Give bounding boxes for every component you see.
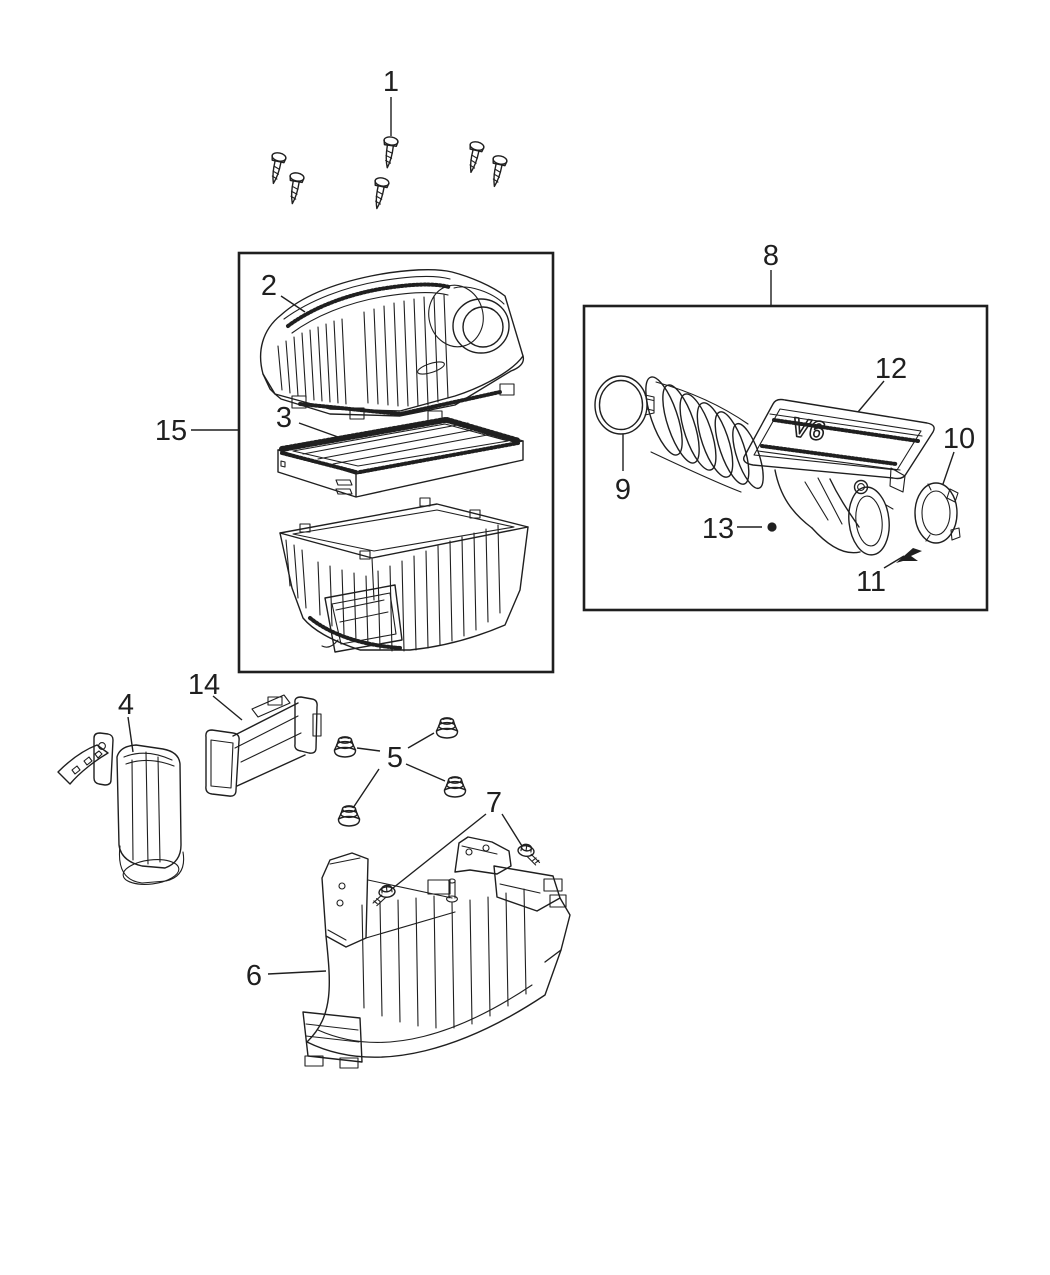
callout-8: 8	[763, 240, 779, 272]
rubber-grommet-icon	[443, 776, 467, 798]
engine-logo-text: V6	[788, 411, 829, 446]
leader-line-14	[212, 695, 243, 721]
callout-3: 3	[276, 402, 292, 434]
mounting-screws-group	[265, 135, 509, 211]
air-cleaner-assembly-box	[237, 251, 555, 674]
callout-13: 13	[702, 513, 734, 545]
air-cleaner-lower-housing-drawing	[279, 497, 529, 653]
leader-line-5b	[407, 732, 435, 749]
callout-6: 6	[246, 960, 262, 992]
outlet-clamp-icon	[914, 482, 961, 544]
air-intake-duct-assembly-drawing: V6	[594, 375, 961, 563]
screw-icon	[379, 135, 400, 170]
rubber-grommet-icon	[337, 805, 361, 827]
leader-line-11	[883, 555, 905, 569]
leader-line-7b	[501, 813, 523, 847]
callout-1: 1	[383, 66, 399, 98]
resonator-top-plate-drawing: V6	[743, 398, 935, 480]
leader-line-6	[267, 970, 327, 975]
middle-air-duct-drawing	[205, 694, 322, 797]
screw-icon	[463, 139, 486, 175]
leader-line-3	[298, 422, 339, 438]
screw-icon	[369, 176, 391, 211]
leader-line-4	[127, 716, 134, 753]
bolt-icon	[515, 842, 543, 867]
callout-15: 15	[155, 415, 187, 447]
air-cleaner-cover-drawing	[259, 268, 525, 423]
rubber-grommet-icon	[333, 736, 357, 758]
screw-icon	[265, 150, 288, 186]
callout-4: 4	[118, 689, 134, 721]
leader-line-10	[942, 451, 955, 485]
retainer-clip-icon	[896, 548, 922, 563]
screw-icon	[284, 171, 306, 206]
leader-line-5a	[356, 747, 381, 752]
leader-line-2	[280, 295, 306, 313]
callout-12: 12	[875, 353, 907, 385]
leader-line-5c	[405, 763, 446, 782]
leader-line-5d	[352, 768, 380, 809]
air-intake-duct-box	[582, 304, 989, 612]
inlet-duct-with-bracket-drawing	[57, 732, 185, 885]
grommet-icon	[767, 522, 777, 532]
callout-11: 11	[856, 566, 886, 598]
leader-line-12	[857, 380, 885, 413]
screw-icon	[486, 153, 509, 189]
callout-7: 7	[486, 787, 502, 819]
leader-lines	[127, 97, 955, 975]
callout-9: 9	[615, 474, 631, 506]
callout-2: 2	[261, 270, 277, 302]
bolt-icon	[370, 883, 397, 907]
callout-labels: 1 2 3 4 5 6 7 8 9 10 11 12 13 14 15	[118, 66, 975, 992]
hose-clamp-icon	[594, 375, 655, 435]
callout-10: 10	[943, 423, 975, 455]
callout-14: 14	[188, 669, 220, 701]
rubber-grommet-icon	[435, 717, 459, 739]
air-filter-element-drawing	[277, 417, 524, 498]
leader-line-7a	[392, 813, 487, 889]
callout-5: 5	[387, 742, 403, 774]
support-bracket-drawing	[302, 836, 571, 1069]
bolts-group	[370, 842, 543, 907]
duct-outlet-snout-drawing	[774, 467, 906, 556]
corrugated-hose-drawing	[645, 376, 764, 493]
